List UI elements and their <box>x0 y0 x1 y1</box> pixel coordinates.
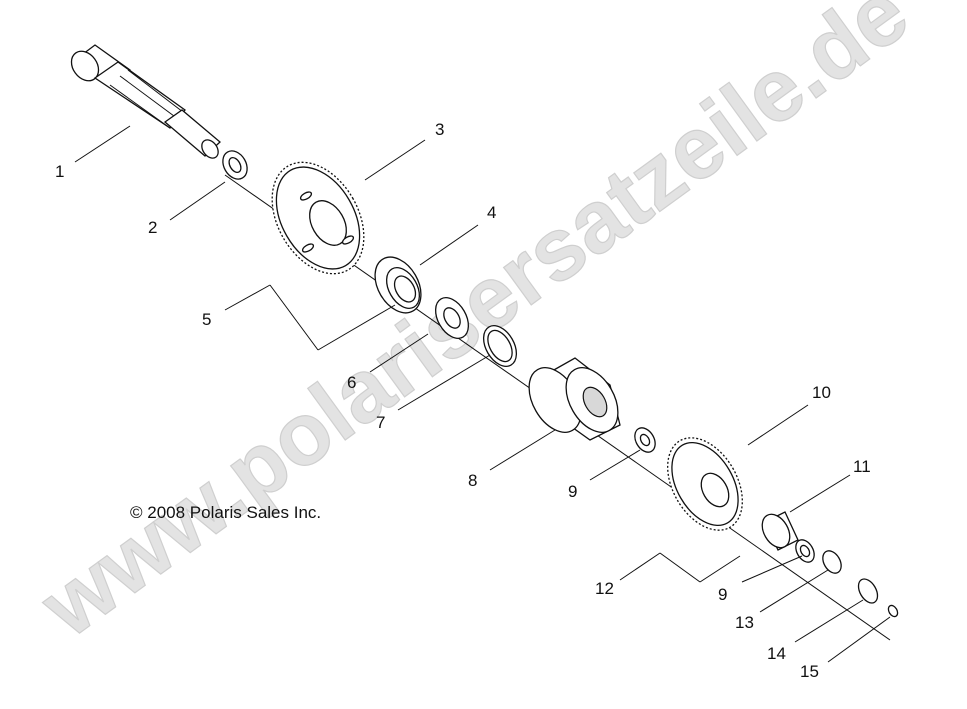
callout-14: 14 <box>767 644 786 663</box>
callout-9-lower: 9 <box>718 585 727 604</box>
callout-3: 3 <box>435 120 444 139</box>
part-11-bushing <box>761 511 799 551</box>
callout-10: 10 <box>812 383 831 402</box>
part-9-washer-upper <box>634 427 656 453</box>
callout-13: 13 <box>735 613 754 632</box>
callout-6: 6 <box>347 373 356 392</box>
part-13-sleeve <box>822 550 842 574</box>
part-10-gear <box>667 437 743 531</box>
leader-lines <box>74 125 891 663</box>
part-6-lockwasher <box>434 297 470 339</box>
callout-4: 4 <box>487 203 496 222</box>
callout-15: 15 <box>800 662 819 681</box>
part-14-snapring <box>857 578 879 604</box>
part-3-gear <box>271 161 365 275</box>
callout-1: 1 <box>55 162 64 181</box>
copyright-notice: © 2008 Polaris Sales Inc. <box>130 503 321 522</box>
callout-11: 11 <box>853 457 871 476</box>
part-8-hub <box>528 357 621 441</box>
part-7-snapring <box>482 325 518 367</box>
callout-5: 5 <box>202 310 211 329</box>
callout-8: 8 <box>468 471 477 490</box>
callout-labels: 1 2 3 4 5 6 7 8 9 10 11 12 9 13 14 15 <box>55 120 871 681</box>
callout-12: 12 <box>595 579 614 598</box>
part-4-bearing <box>374 256 422 314</box>
part-1-shaft <box>70 44 221 159</box>
part-15-ring <box>887 604 899 618</box>
callout-7: 7 <box>376 413 385 432</box>
callout-9-upper: 9 <box>568 482 577 501</box>
part-2-washer <box>222 150 248 180</box>
callout-2: 2 <box>148 218 157 237</box>
